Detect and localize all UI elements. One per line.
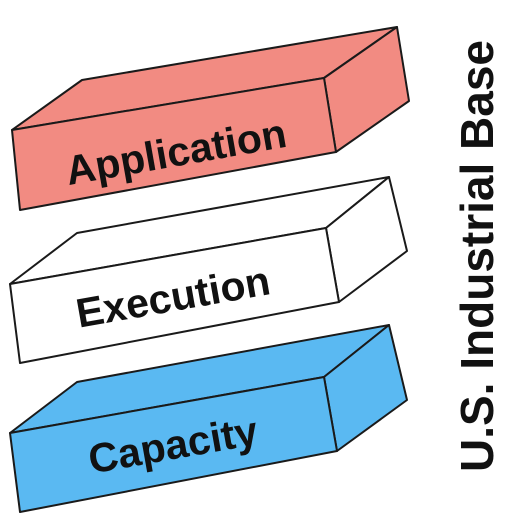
side-title: U.S. Industrial Base [451, 40, 503, 472]
block-application: Application [11, 26, 410, 211]
block-execution: Execution [9, 176, 408, 364]
block-execution-front [9, 227, 340, 364]
block-application-front [11, 77, 337, 211]
block-capacity: Capacity [9, 324, 408, 513]
block-capacity-front [9, 376, 338, 513]
